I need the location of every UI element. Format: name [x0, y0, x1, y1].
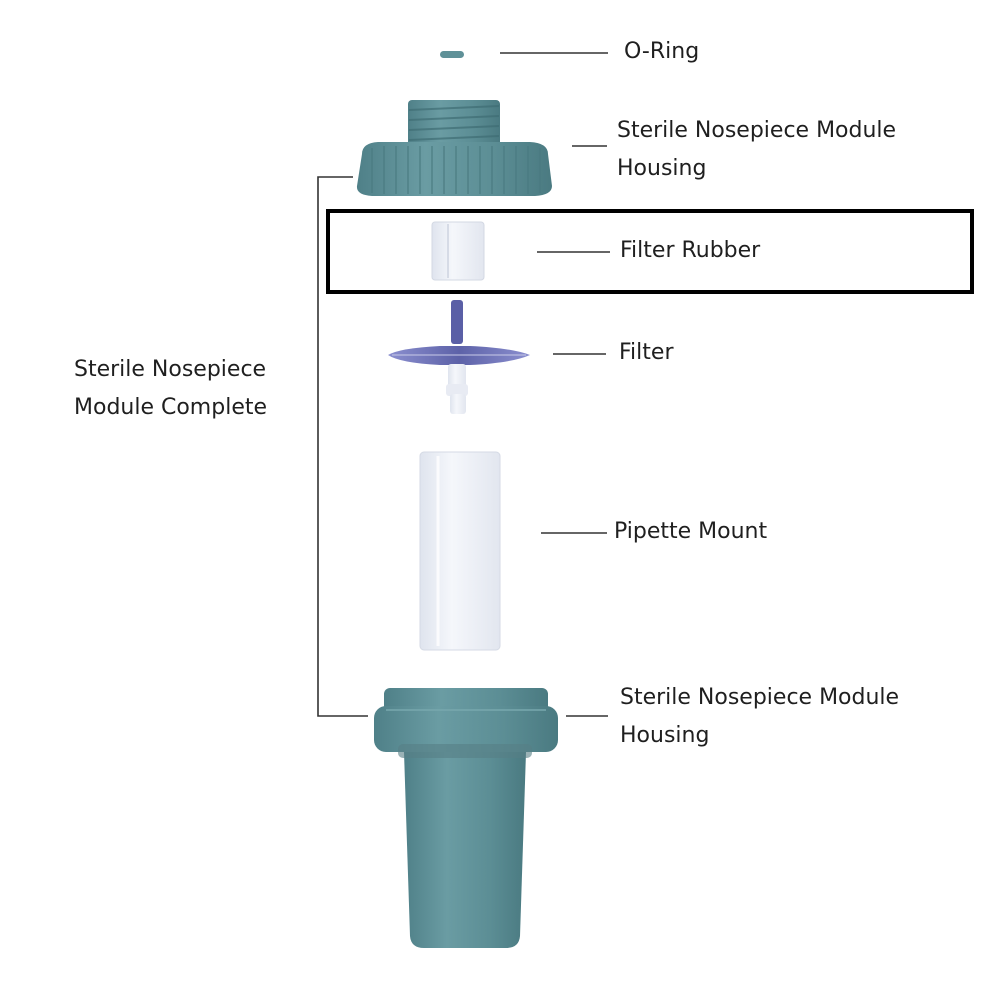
leader-lines [317, 52, 610, 717]
filter-rubber-part [431, 221, 485, 281]
pipette-mount-label: Pipette Mount [614, 513, 767, 551]
filter-label-text: Filter [619, 340, 674, 365]
pipette-mount-part [419, 451, 501, 651]
o-ring-label: O-Ring [624, 33, 699, 71]
module-complete-label: Sterile Nosepiece Module Complete [74, 351, 267, 427]
module-complete-label-line1: Sterile Nosepiece [74, 357, 267, 382]
housing-bottom-part [374, 688, 558, 948]
housing-bottom-label-line1: Sterile Nosepiece Module [620, 685, 900, 710]
housing-bottom-label-line2: Housing [620, 723, 710, 748]
housing-top-part [356, 100, 552, 196]
housing-top-label: Sterile Nosepiece Module Housing [617, 112, 896, 188]
filter-part [388, 300, 530, 414]
filter-label: Filter [619, 334, 673, 372]
filter-rubber-label: Filter Rubber [620, 232, 760, 270]
housing-top-label-line1: Sterile Nosepiece Module [617, 118, 897, 143]
module-complete-label-line2: Module Complete [74, 395, 268, 420]
module-complete-bracket [317, 176, 368, 717]
pipette-mount-label-text: Pipette Mount [614, 519, 768, 544]
housing-top-label-line2: Housing [617, 156, 707, 181]
o-ring-label-text: O-Ring [624, 39, 700, 64]
filter-rubber-label-text: Filter Rubber [620, 238, 761, 263]
filter-rubber-highlight-box [326, 209, 974, 294]
o-ring-part [440, 51, 464, 58]
housing-bottom-label: Sterile Nosepiece Module Housing [620, 679, 899, 755]
